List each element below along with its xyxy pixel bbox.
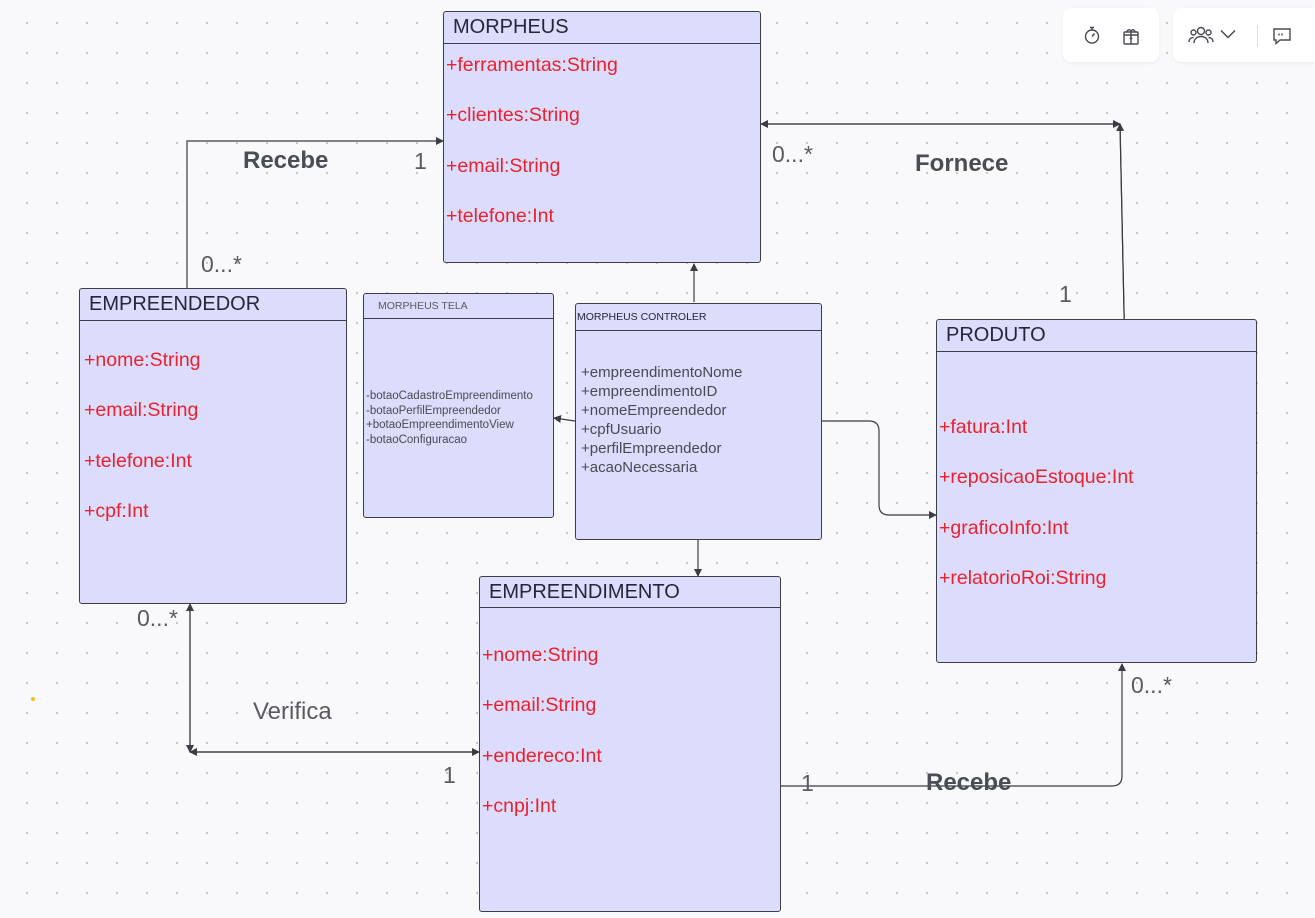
attribute: +nome:String (482, 644, 599, 666)
attribute: +cpf:Int (84, 499, 149, 522)
class-title: PRODUTO (937, 320, 1256, 352)
toolbar-collab-group (1173, 8, 1315, 62)
multiplicity-label: 0...* (201, 251, 242, 277)
relation-label-fornece: Fornece (915, 150, 1009, 177)
attribute: +fatura:Int (939, 416, 1028, 438)
comment-icon[interactable] (1272, 26, 1292, 46)
attribute: +relatorioRoi:String (939, 566, 1107, 589)
attribute: +ferramentas:String (446, 54, 618, 76)
class-title: EMPREENDIMENTO (480, 577, 780, 608)
class-morpheus-tela[interactable]: MORPHEUS TELA -botaoCadastroEmpreendimen… (363, 293, 554, 518)
edge-controler-produto (821, 420, 937, 519)
edge-recebe-top (186, 137, 444, 289)
multiplicity-label: 1 (414, 148, 427, 174)
list-item: +perfilEmpreendedor (581, 439, 722, 457)
multiplicity-label: 0...* (137, 605, 178, 631)
list-item: +empreendimentoID (581, 382, 718, 400)
attribute: +cnpj:Int (482, 794, 557, 817)
multiplicity-label: 1 (1059, 281, 1072, 307)
list-item: -botaoCadastroEmpreendimento (366, 390, 533, 402)
toolbar-timer-group (1063, 8, 1159, 62)
canvas-dot (31, 697, 35, 701)
multiplicity-label: 1 (801, 770, 814, 796)
relation-label-recebe: Recebe (243, 147, 329, 174)
list-item: +acaoNecessaria (581, 458, 698, 476)
relation-label-recebe: Recebe (926, 769, 1012, 796)
class-title: EMPREENDEDOR (80, 289, 346, 321)
timer-icon[interactable] (1082, 25, 1102, 45)
attribute: +telefone:Int (446, 204, 554, 227)
multiplicity-label: 1 (443, 762, 456, 788)
list-item: +botaoEmpreendimentoView (366, 419, 514, 432)
attribute: +graficoInfo:Int (939, 516, 1069, 539)
attribute: +reposicaoEstoque:Int (939, 466, 1134, 489)
class-title: MORPHEUS (444, 12, 760, 44)
toolbar-divider (1257, 25, 1258, 47)
class-title: MORPHEUS TELA (364, 294, 553, 319)
relation-label-verifica: Verifica (253, 698, 332, 725)
attribute: +telefone:Int (84, 449, 192, 472)
gift-icon[interactable] (1121, 24, 1141, 46)
list-item: -botaoPerfilEmpreendedor (366, 404, 501, 417)
attribute: +endereco:Int (482, 744, 602, 767)
attribute: +clientes:String (446, 104, 580, 127)
attribute: +email:String (446, 154, 561, 177)
class-empreendedor[interactable]: EMPREENDEDOR +nome:String +email:String … (79, 288, 347, 604)
list-item: -botaoConfiguracao (366, 434, 468, 447)
list-item: +empreendimentoNome (581, 364, 743, 381)
class-morpheus[interactable]: MORPHEUS +ferramentas:String +clientes:S… (443, 11, 761, 263)
attribute: +nome:String (84, 349, 201, 371)
list-item: +nomeEmpreendedor (581, 401, 727, 419)
class-morpheus-controler[interactable]: MORPHEUS CONTROLER +empreendimentoNome +… (575, 303, 822, 540)
edge-controler-tela (553, 415, 576, 423)
collaborators-icon[interactable] (1188, 25, 1214, 45)
class-title: MORPHEUS CONTROLER (576, 304, 821, 331)
multiplicity-label: 0...* (1131, 672, 1172, 698)
attribute: +email:String (482, 694, 597, 717)
multiplicity-label: 0...* (772, 141, 813, 167)
chevron-down-icon[interactable] (1220, 29, 1236, 39)
class-empreendimento[interactable]: EMPREENDIMENTO +nome:String +email:Strin… (479, 576, 781, 912)
attribute: +email:String (84, 399, 199, 422)
class-produto[interactable]: PRODUTO +fatura:Int +reposicaoEstoque:In… (936, 319, 1257, 663)
list-item: +cpfUsuario (581, 420, 662, 438)
edge-recebe-bottom (781, 663, 1126, 787)
